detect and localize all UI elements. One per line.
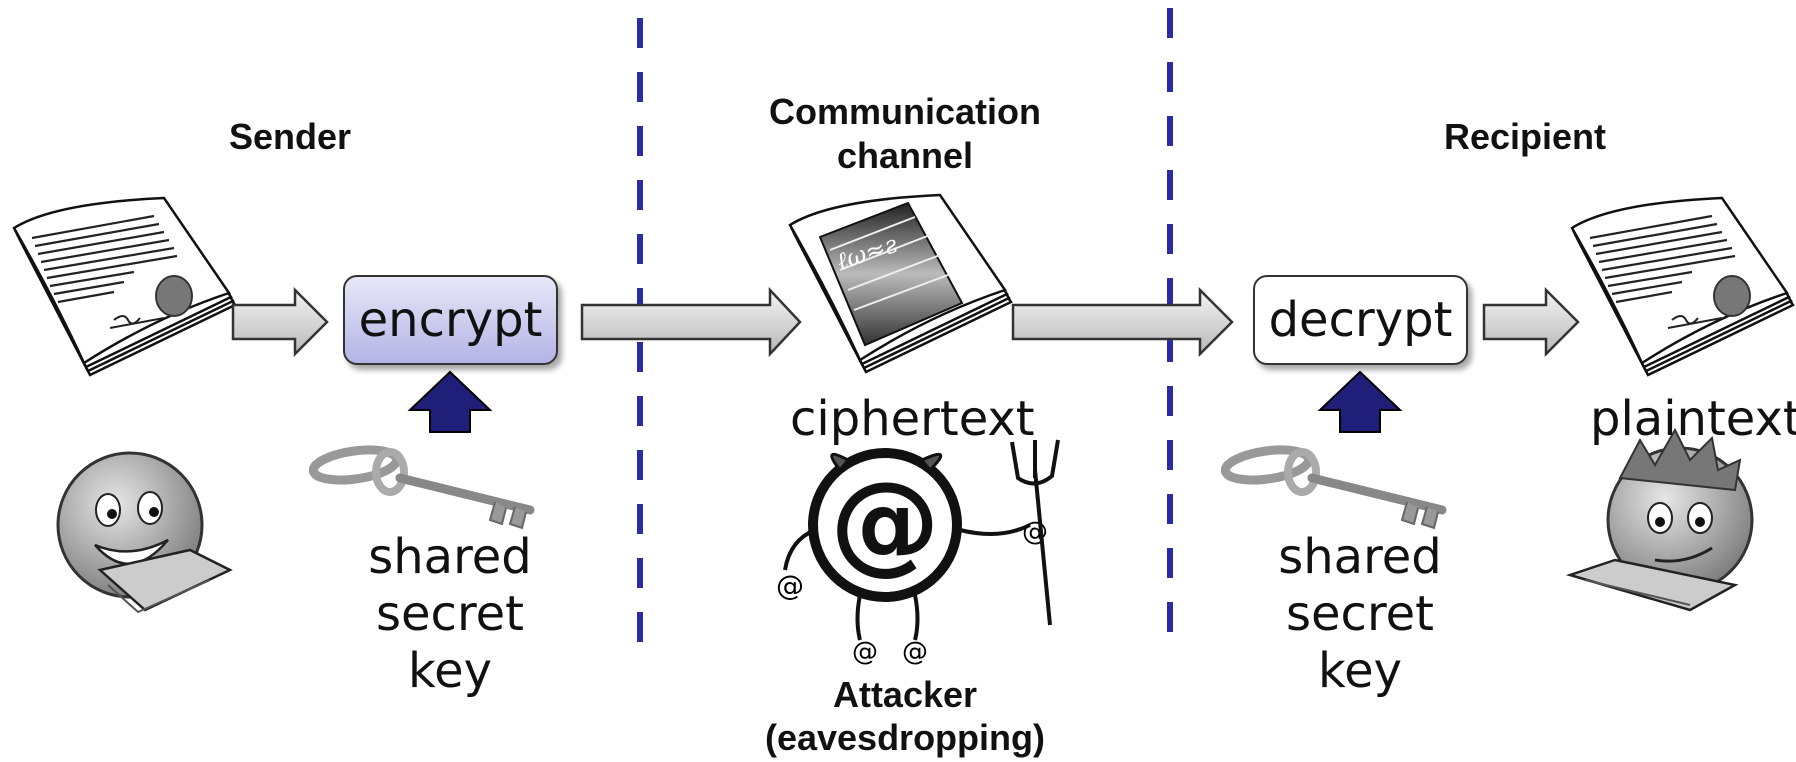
- key-arrow-icon: [1317, 370, 1403, 433]
- key-icon: [1223, 445, 1442, 528]
- recipient-key-line1: shared: [1278, 529, 1442, 585]
- recipient-key-line2: secret: [1286, 586, 1434, 642]
- arrow-icon: [231, 286, 329, 358]
- sender-character-icon: [56, 451, 233, 614]
- sender-heading: Sender: [228, 116, 352, 157]
- recipient-key-line3: key: [1317, 643, 1403, 699]
- sender-key-line1: shared: [368, 529, 532, 585]
- svg-text:@: @: [776, 569, 804, 602]
- encrypted-document-icon: ℓω≈ƨ: [788, 193, 1013, 374]
- svg-text:@: @: [902, 637, 928, 667]
- plaintext-label: plaintext: [1590, 391, 1796, 447]
- arrow-icon: [1482, 286, 1580, 358]
- key-icon: [311, 445, 530, 528]
- attacker-label-line2: (eavesdropping): [764, 717, 1046, 758]
- ciphertext-label: ciphertext: [790, 391, 1035, 447]
- arrow-icon: [1011, 286, 1234, 358]
- key-arrow-icon: [407, 370, 493, 433]
- channel-heading-line2: channel: [836, 135, 974, 176]
- recipient-document-icon: [1570, 196, 1795, 377]
- channel-heading-line1: Communication: [768, 91, 1041, 132]
- sender-key-line3: key: [407, 643, 493, 699]
- attacker-devil-icon: @ @ @ @ @: [776, 439, 1060, 667]
- svg-text:@: @: [852, 637, 878, 667]
- decrypt-box: decrypt: [1253, 275, 1468, 365]
- encrypt-box: encrypt: [343, 275, 558, 365]
- svg-text:@: @: [830, 458, 940, 586]
- arrow-icon: [580, 286, 802, 358]
- attacker-label-line1: Attacker: [832, 674, 978, 715]
- svg-text:@: @: [1022, 517, 1048, 547]
- plaintext-document-icon: [12, 196, 237, 377]
- recipient-character-icon: [1565, 427, 1754, 612]
- recipient-heading: Recipient: [1443, 116, 1607, 157]
- sender-key-line2: secret: [376, 586, 524, 642]
